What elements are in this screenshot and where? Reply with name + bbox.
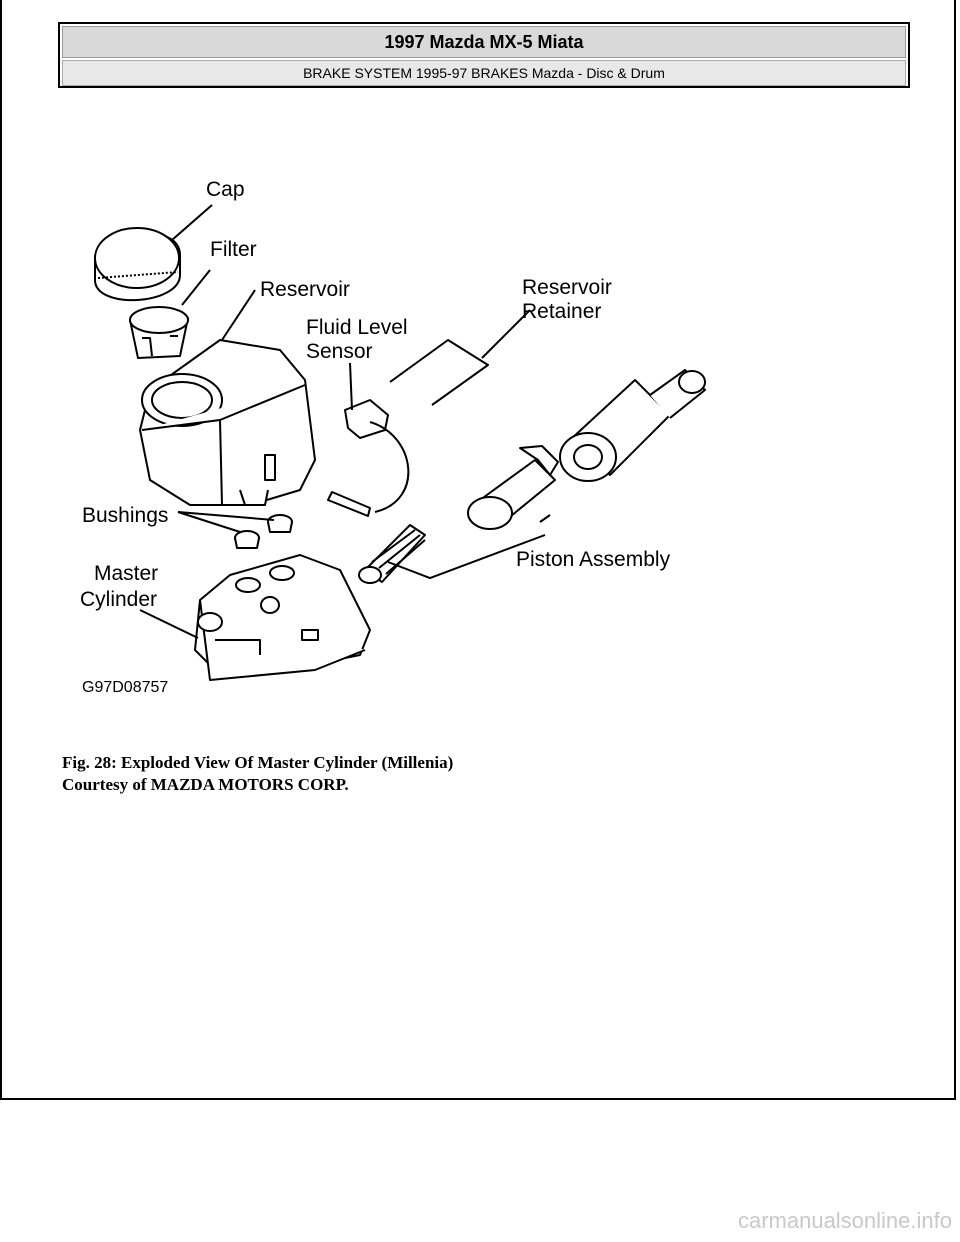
reservoir-retainer-part	[389, 339, 489, 406]
leader-lines	[139, 204, 551, 639]
document-title: 1997 Mazda MX-5 Miata	[62, 26, 906, 58]
bushings-part	[234, 514, 293, 549]
page-frame	[0, 0, 956, 1100]
label-master-cylinder-2: Cylinder	[80, 588, 157, 611]
figure-code: G97D08757	[82, 679, 168, 696]
label-piston-assembly: Piston Assembly	[516, 548, 671, 571]
piston-assembly-part	[358, 369, 706, 584]
label-reservoir: Reservoir	[260, 278, 350, 301]
master-cylinder-part	[194, 554, 371, 681]
document-header: 1997 Mazda MX-5 Miata BRAKE SYSTEM 1995-…	[58, 22, 910, 88]
filter-part	[129, 306, 189, 359]
reservoir-part	[139, 339, 316, 506]
document-subtitle: BRAKE SYSTEM 1995-97 BRAKES Mazda - Disc…	[62, 60, 906, 86]
watermark: carmanualsonline.info	[737, 1208, 952, 1233]
label-cap: Cap	[206, 178, 245, 201]
label-reservoir-retainer-2: Retainer	[522, 300, 601, 323]
label-fluid-level-sensor-1: Fluid Level	[306, 316, 408, 339]
fluid-level-sensor-part	[327, 399, 410, 517]
label-reservoir-retainer-1: Reservoir	[522, 276, 612, 299]
figure-caption: Fig. 28: Exploded View Of Master Cylinde…	[62, 752, 762, 796]
label-bushings: Bushings	[82, 504, 168, 527]
label-filter: Filter	[210, 238, 257, 261]
figure-labels: Cap Filter Reservoir Fluid Level Sensor …	[80, 178, 671, 696]
caption-credit: Courtesy of MAZDA MOTORS CORP.	[62, 775, 349, 794]
label-master-cylinder-1: Master	[94, 562, 158, 585]
cap-part	[94, 227, 181, 302]
master-cylinder-exploded-figure: Cap Filter Reservoir Fluid Level Sensor …	[70, 160, 750, 710]
caption-title: Fig. 28: Exploded View Of Master Cylinde…	[62, 753, 454, 772]
label-fluid-level-sensor-2: Sensor	[306, 340, 373, 363]
